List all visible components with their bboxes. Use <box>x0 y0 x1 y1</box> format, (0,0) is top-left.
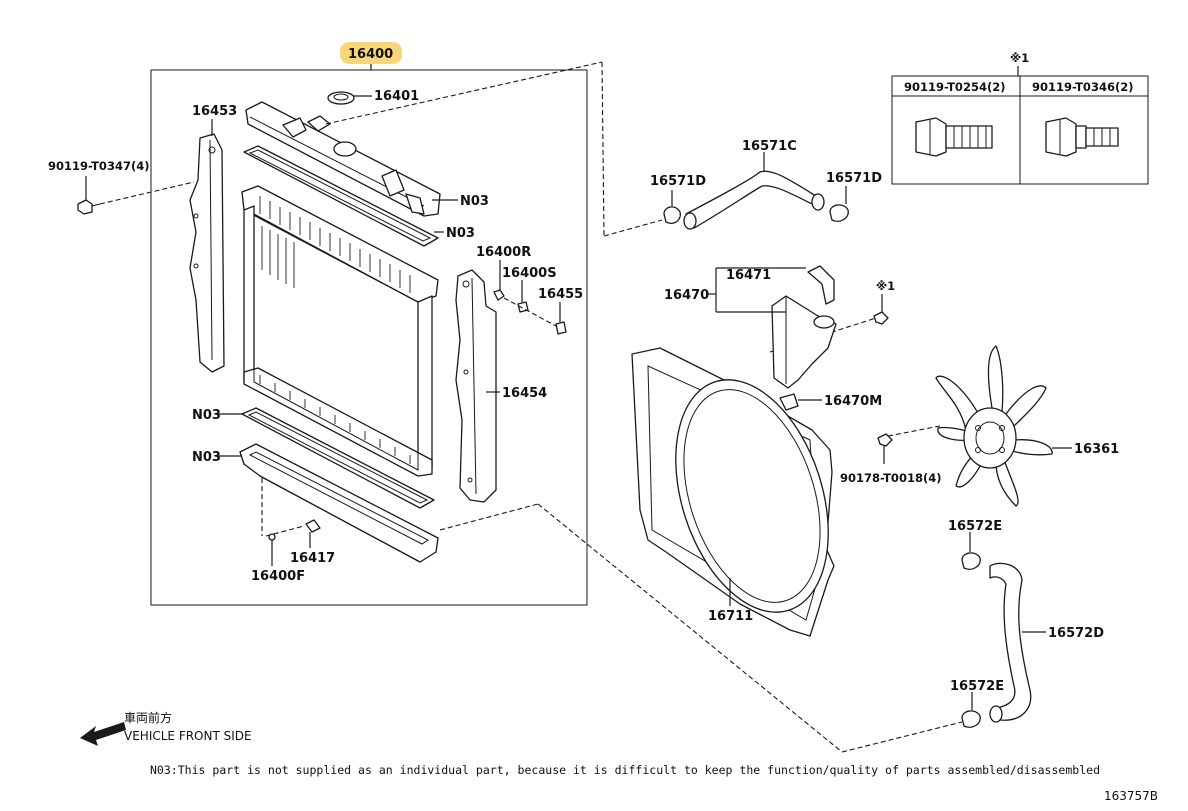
label-16572E-bottom[interactable]: 16572E <box>950 679 1004 694</box>
assembly-label[interactable]: 16400 <box>348 47 393 62</box>
direction-english: VEHICLE FRONT SIDE <box>124 729 252 743</box>
label-16711[interactable]: 16711 <box>708 609 753 624</box>
vehicle-front-indicator: 車両前方 VEHICLE FRONT SIDE <box>80 710 252 746</box>
label-16470M[interactable]: 16470M <box>824 394 882 409</box>
label-16417[interactable]: 16417 <box>290 551 335 566</box>
label-16470[interactable]: 16470 <box>664 288 709 303</box>
assembly-box <box>150 69 588 606</box>
bolt-table-ref-mark: ※1 <box>1010 51 1029 65</box>
direction-japanese: 車両前方 <box>124 710 172 725</box>
drain-plug: 16417 16400F <box>251 478 335 584</box>
label-16454[interactable]: 16454 <box>502 386 547 401</box>
label-16571C[interactable]: 16571C <box>742 139 797 154</box>
reservoir-tank: 16471 16470 16470M ※1 <box>664 265 895 411</box>
label-16471[interactable]: 16471 <box>726 268 771 283</box>
ref-mark-small: ※1 <box>876 279 895 293</box>
label-16455[interactable]: 16455 <box>538 287 583 302</box>
upper-hose: 16571C 16571D 16571D <box>650 139 882 230</box>
label-n03-upper-gasket[interactable]: N03 <box>446 226 475 241</box>
bolt-table-col1[interactable]: 90119-T0254(2) <box>904 80 1005 94</box>
radiator-cap: 16401 <box>327 89 419 105</box>
bolt-table-col2[interactable]: 90119-T0346(2) <box>1032 80 1133 94</box>
footnote: N03:This part is not supplied as an indi… <box>150 763 1100 777</box>
bolt-icon-1 <box>915 117 993 157</box>
label-16361[interactable]: 16361 <box>1074 442 1119 457</box>
assembly-label-highlight <box>340 42 402 64</box>
label-16401[interactable]: 16401 <box>374 89 419 104</box>
lower-hose: 16572D 16572E 16572E <box>948 519 1104 728</box>
left-support-16453: 16453 <box>189 104 237 373</box>
upper-tank: N03 <box>245 101 489 217</box>
label-n03-lower-tank[interactable]: N03 <box>192 450 221 465</box>
label-16572D[interactable]: 16572D <box>1048 626 1104 641</box>
label-n03-lower-gasket[interactable]: N03 <box>192 408 221 423</box>
fan-shroud: 16711 <box>631 347 835 637</box>
cooling-fan: 16361 90178-T0018(4) <box>840 345 1119 507</box>
upper-gasket: N03 <box>243 145 475 247</box>
label-16453[interactable]: 16453 <box>192 104 237 119</box>
guide-lines <box>325 61 963 753</box>
mount-hardware: 16400R 16400S 16455 <box>476 245 583 335</box>
bolt-90119-T0347: 90119-T0347(4) <box>48 159 195 215</box>
label-16400F[interactable]: 16400F <box>251 569 305 584</box>
bolt-table: ※1 90119-T0254(2) 90119-T0346(2) <box>891 51 1149 185</box>
lower-gasket: N03 <box>192 407 435 509</box>
label-n03-upper-tank[interactable]: N03 <box>460 194 489 209</box>
label-16572E-top[interactable]: 16572E <box>948 519 1002 534</box>
label-bolt-left[interactable]: 90119-T0347(4) <box>48 159 149 173</box>
radiator-assembly-group: 16400 <box>150 42 588 606</box>
diagram-id: 163757B <box>1104 789 1158 803</box>
lower-tank: N03 <box>192 443 439 563</box>
bolt-icon-2 <box>1045 117 1119 157</box>
label-nut-90178[interactable]: 90178-T0018(4) <box>840 471 941 485</box>
label-16400S[interactable]: 16400S <box>502 266 557 281</box>
label-16571D-left[interactable]: 16571D <box>650 174 706 189</box>
right-support-16454: 16454 <box>455 269 547 503</box>
label-16400R[interactable]: 16400R <box>476 245 531 260</box>
radiator-core <box>241 185 439 477</box>
label-16571D-right[interactable]: 16571D <box>826 171 882 186</box>
front-arrow-icon <box>80 722 126 746</box>
